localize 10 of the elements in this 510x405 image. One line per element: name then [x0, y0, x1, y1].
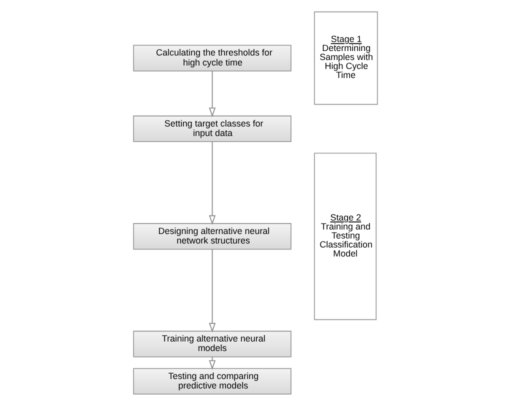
node-box: Testing and comparing predictive models	[132, 368, 291, 394]
node-box: Stage 2 Training and Testing Classification Model	[313, 152, 376, 320]
node-box: Designing alternative neural network structures	[132, 222, 291, 250]
node-box: Calculating the thresholds for high cycle time	[132, 44, 291, 71]
node-box: Stage 1 Determining Samples with High Cycle Time	[313, 10, 378, 104]
arrow	[208, 70, 216, 117]
node-box: Training alternative neural models	[132, 330, 291, 357]
node-box: Setting target classes for input data	[132, 115, 291, 142]
arrow	[208, 248, 216, 332]
arrow	[208, 140, 216, 224]
